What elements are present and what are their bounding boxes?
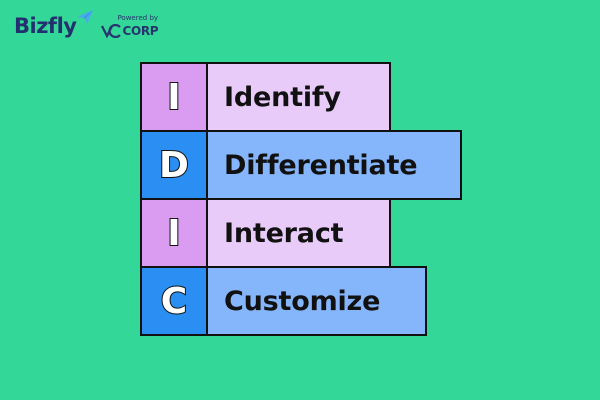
word-box: Customize xyxy=(208,266,427,336)
idic-row-interact: I Interact xyxy=(140,198,391,268)
idic-word: Identify xyxy=(224,81,341,113)
word-box: Differentiate xyxy=(208,130,462,200)
paper-plane-icon xyxy=(77,10,94,24)
brand-name: Bizfly xyxy=(14,14,77,38)
idic-letter: I xyxy=(166,76,181,119)
powered-by-label: Powered by xyxy=(117,14,159,22)
idic-word: Differentiate xyxy=(224,149,418,181)
idic-word: Interact xyxy=(224,217,344,249)
vccorp-logo: CORP xyxy=(101,24,159,38)
vc-mark-icon xyxy=(101,24,122,38)
brand-logo: Bizfly Powered by CORP xyxy=(14,10,159,38)
idic-row-differentiate: D Differentiate xyxy=(140,130,462,200)
word-box: Interact xyxy=(208,198,391,268)
idic-word: Customize xyxy=(224,285,381,317)
letter-box: I xyxy=(140,198,208,268)
idic-letter: C xyxy=(160,280,188,323)
letter-box: I xyxy=(140,62,208,132)
idic-row-customize: C Customize xyxy=(140,266,427,336)
letter-box: C xyxy=(140,266,208,336)
word-box: Identify xyxy=(208,62,391,132)
letter-box: D xyxy=(140,130,208,200)
idic-row-identify: I Identify xyxy=(140,62,391,132)
idic-letter: D xyxy=(158,144,190,187)
idic-letter: I xyxy=(166,212,181,255)
powered-by-badge: Powered by CORP xyxy=(101,14,159,38)
partner-suffix: CORP xyxy=(122,24,159,38)
